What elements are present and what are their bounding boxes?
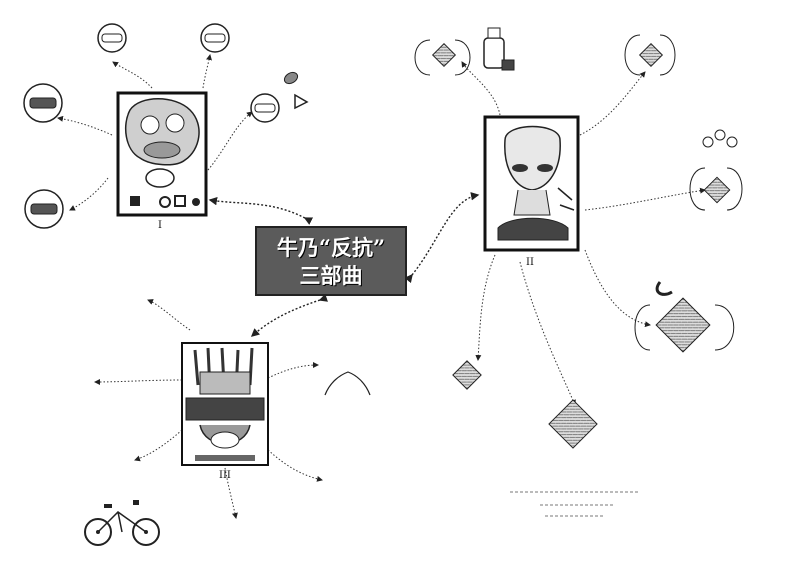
panel3-label: III — [219, 470, 231, 481]
bag-icon — [483, 37, 505, 69]
diamond-node — [431, 42, 457, 68]
central-topic-line2: 三部曲 — [299, 263, 363, 288]
bicycle-icon — [84, 500, 160, 546]
panel2-card — [483, 115, 580, 252]
diamond-node — [452, 360, 482, 390]
panel2-label: II — [526, 257, 534, 268]
leaf-icon — [283, 71, 299, 85]
central-topic-line1: 牛乃“反抗” — [276, 235, 386, 260]
diamond-node — [548, 399, 598, 449]
cluster-icon — [702, 129, 738, 148]
connector-center-to-panel3 — [250, 293, 328, 337]
diamond-node — [703, 176, 731, 204]
panel3-card — [181, 342, 269, 466]
play-triangle-icon — [294, 93, 309, 110]
connector-center-to-panel1 — [208, 197, 314, 225]
central-topic-box: 牛乃“反抗” 三部曲 — [255, 226, 407, 296]
panel1-label: I — [158, 220, 162, 231]
diamond-node — [638, 42, 664, 68]
diamond-node — [655, 297, 711, 353]
panel1-satellites — [23, 23, 309, 229]
crescent-icon — [655, 281, 673, 296]
connector-center-to-panel2 — [404, 192, 480, 284]
panel3-satellites — [84, 371, 371, 546]
panel1-card — [116, 91, 208, 217]
panel2-satellites — [414, 27, 743, 517]
